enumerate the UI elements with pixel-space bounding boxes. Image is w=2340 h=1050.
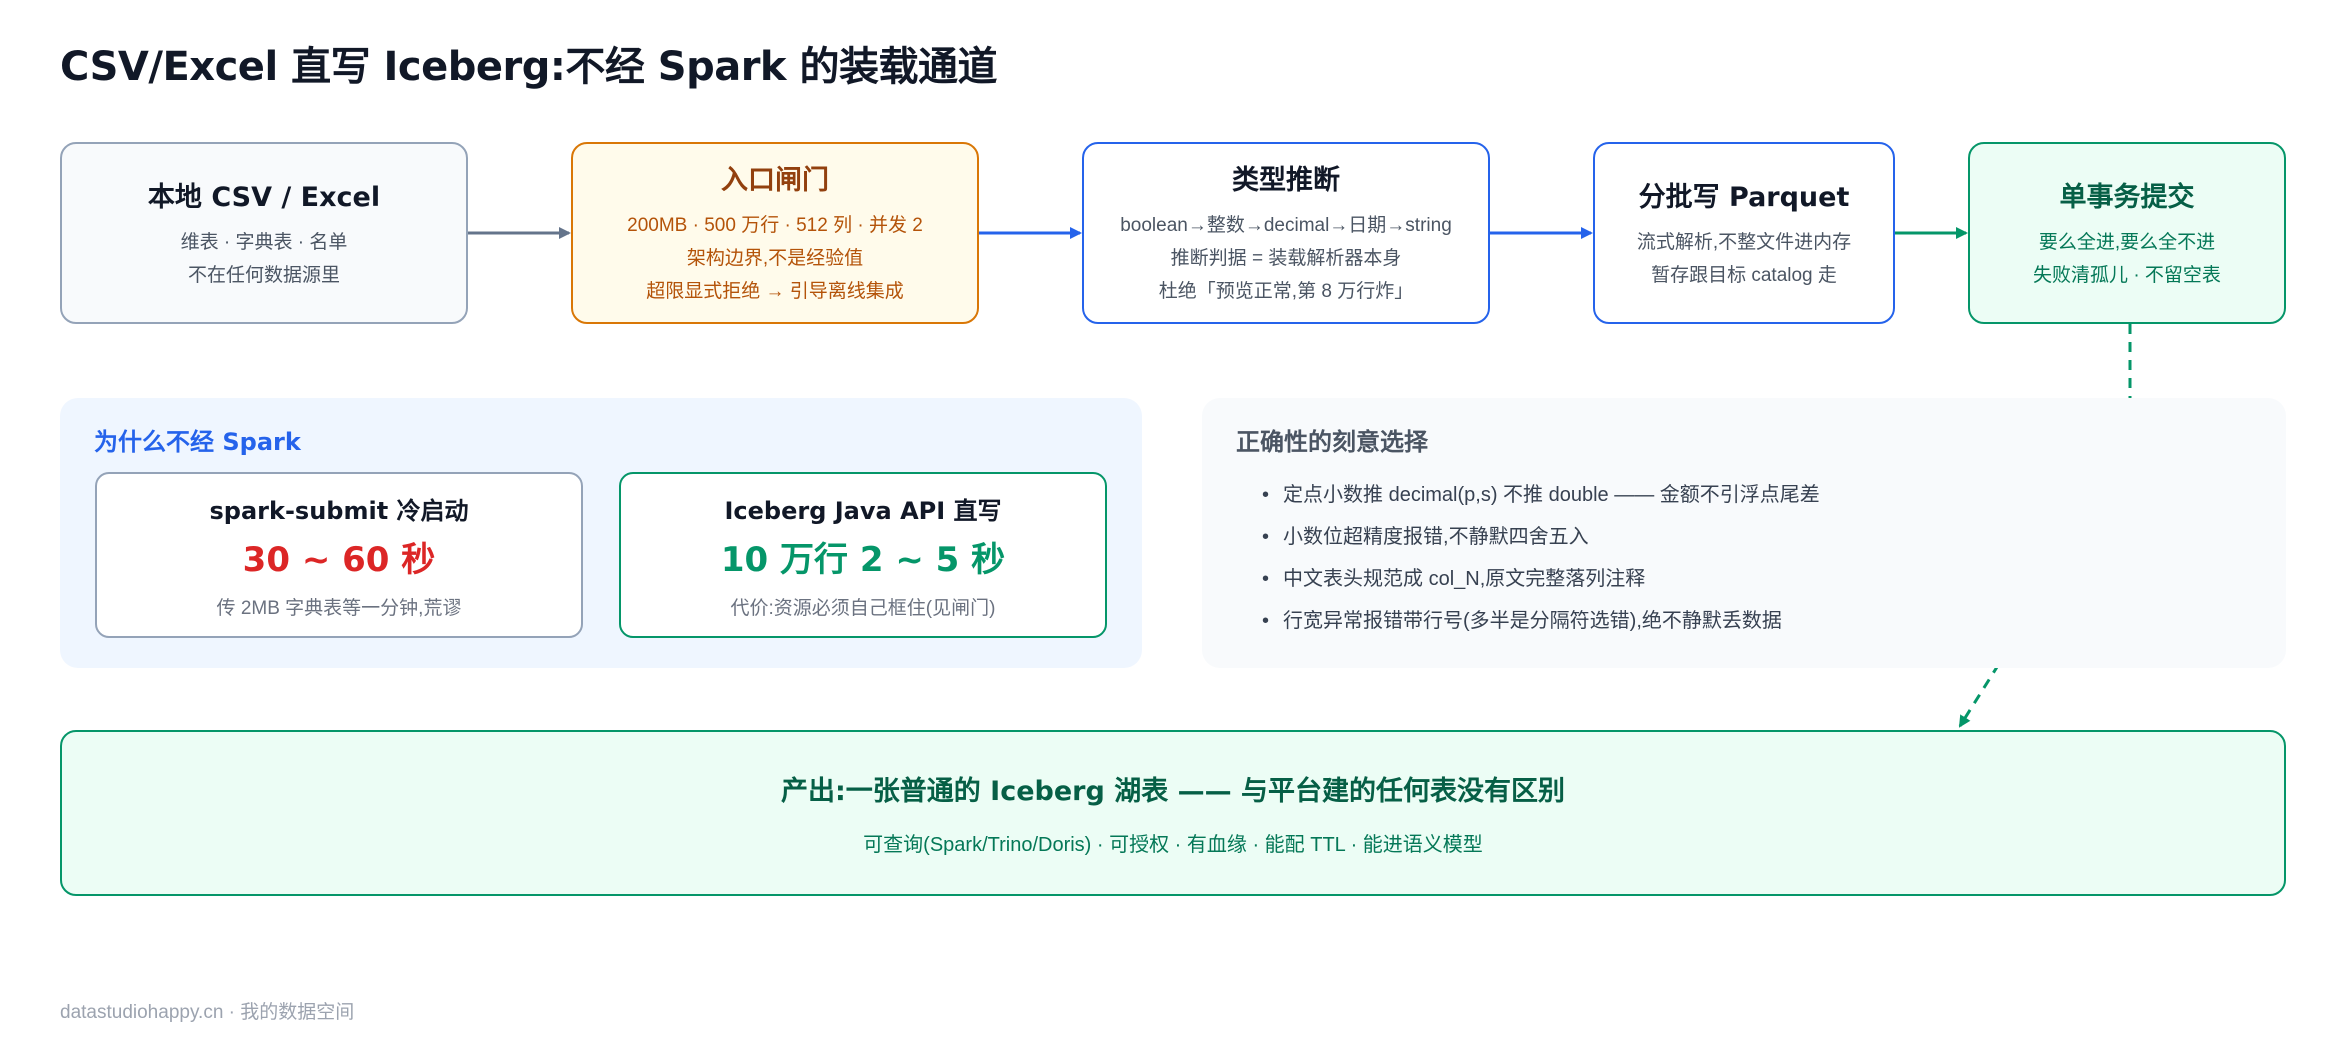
list-item: 小数位超精度报错,不静默四舍五入	[1262, 516, 1820, 558]
node-line: 200MB · 500 万行 · 512 列 · 并发 2	[627, 215, 923, 236]
output-box: 产出:一张普通的 Iceberg 湖表 —— 与平台建的任何表没有区别 可查询(…	[60, 730, 2286, 896]
node-line: 超限显式拒绝 → 引导离线集成	[646, 281, 904, 302]
node-entry-gate: 入口闸门 200MB · 500 万行 · 512 列 · 并发 2 架构边界,…	[571, 142, 979, 324]
node-line: boolean→整数→decimal→日期→string	[1120, 215, 1452, 236]
card-note: 代价:资源必须自己框住(见闸门)	[730, 597, 996, 619]
node-line: 杜绝「预览正常,第 8 万行炸」	[1158, 281, 1414, 302]
spark-submit-card: spark-submit 冷启动 30 ~ 60 秒 传 2MB 字典表等一分钟…	[95, 472, 583, 638]
output-subtitle: 可查询(Spark/Trino/Doris) · 可授权 · 有血缘 · 能配 …	[863, 834, 1483, 856]
node-title: 本地 CSV / Excel	[147, 181, 381, 213]
node-type-inference: 类型推断 boolean→整数→decimal→日期→string 推断判据 =…	[1082, 142, 1490, 324]
correctness-panel: 正确性的刻意选择 定点小数推 decimal(p,s) 不推 double ——…	[1202, 398, 2286, 668]
node-line: 要么全进,要么全不进	[2038, 231, 2216, 253]
page-title: CSV/Excel 直写 Iceberg:不经 Spark 的装载通道	[60, 44, 997, 90]
node-line: 架构边界,不是经验值	[686, 248, 864, 269]
card-title: spark-submit 冷启动	[209, 496, 469, 525]
node-title: 类型推断	[1232, 165, 1340, 196]
why-not-spark-panel: 为什么不经 Spark spark-submit 冷启动 30 ~ 60 秒 传…	[60, 398, 1142, 668]
output-title: 产出:一张普通的 Iceberg 湖表 —— 与平台建的任何表没有区别	[780, 776, 1566, 807]
node-title: 单事务提交	[2059, 181, 2195, 213]
node-line: 失败清孤儿 · 不留空表	[2033, 264, 2221, 286]
card-title: Iceberg Java API 直写	[724, 496, 1002, 525]
list-item: 行宽异常报错带行号(多半是分隔符选错),绝不静默丢数据	[1262, 600, 1820, 642]
list-item: 中文表头规范成 col_N,原文完整落列注释	[1262, 558, 1820, 600]
node-title: 分批写 Parquet	[1638, 181, 1850, 213]
node-batch-write-parquet: 分批写 Parquet 流式解析,不整文件进内存 暂存跟目标 catalog 走	[1593, 142, 1895, 324]
node-local-csv-excel: 本地 CSV / Excel 维表 · 字典表 · 名单 不在任何数据源里	[60, 142, 468, 324]
correctness-list: 定点小数推 decimal(p,s) 不推 double —— 金额不引浮点尾差…	[1262, 474, 1820, 642]
iceberg-java-api-card: Iceberg Java API 直写 10 万行 2 ~ 5 秒 代价:资源必…	[619, 472, 1107, 638]
card-metric: 30 ~ 60 秒	[242, 539, 436, 580]
node-line: 维表 · 字典表 · 名单	[180, 231, 348, 253]
list-item: 定点小数推 decimal(p,s) 不推 double —— 金额不引浮点尾差	[1262, 474, 1820, 516]
node-line: 流式解析,不整文件进内存	[1636, 231, 1852, 253]
panel-title: 为什么不经 Spark	[94, 428, 301, 456]
node-single-transaction-commit: 单事务提交 要么全进,要么全不进 失败清孤儿 · 不留空表	[1968, 142, 2286, 324]
footer-text: datastudiohappy.cn · 我的数据空间	[60, 1002, 355, 1023]
node-line: 不在任何数据源里	[187, 264, 340, 286]
card-note: 传 2MB 字典表等一分钟,荒谬	[216, 597, 462, 619]
card-metric: 10 万行 2 ~ 5 秒	[720, 539, 1006, 580]
panel-title: 正确性的刻意选择	[1236, 428, 1428, 456]
node-line: 暂存跟目标 catalog 走	[1651, 264, 1837, 286]
node-line: 推断判据 = 装载解析器本身	[1170, 248, 1402, 269]
node-title: 入口闸门	[721, 165, 829, 196]
